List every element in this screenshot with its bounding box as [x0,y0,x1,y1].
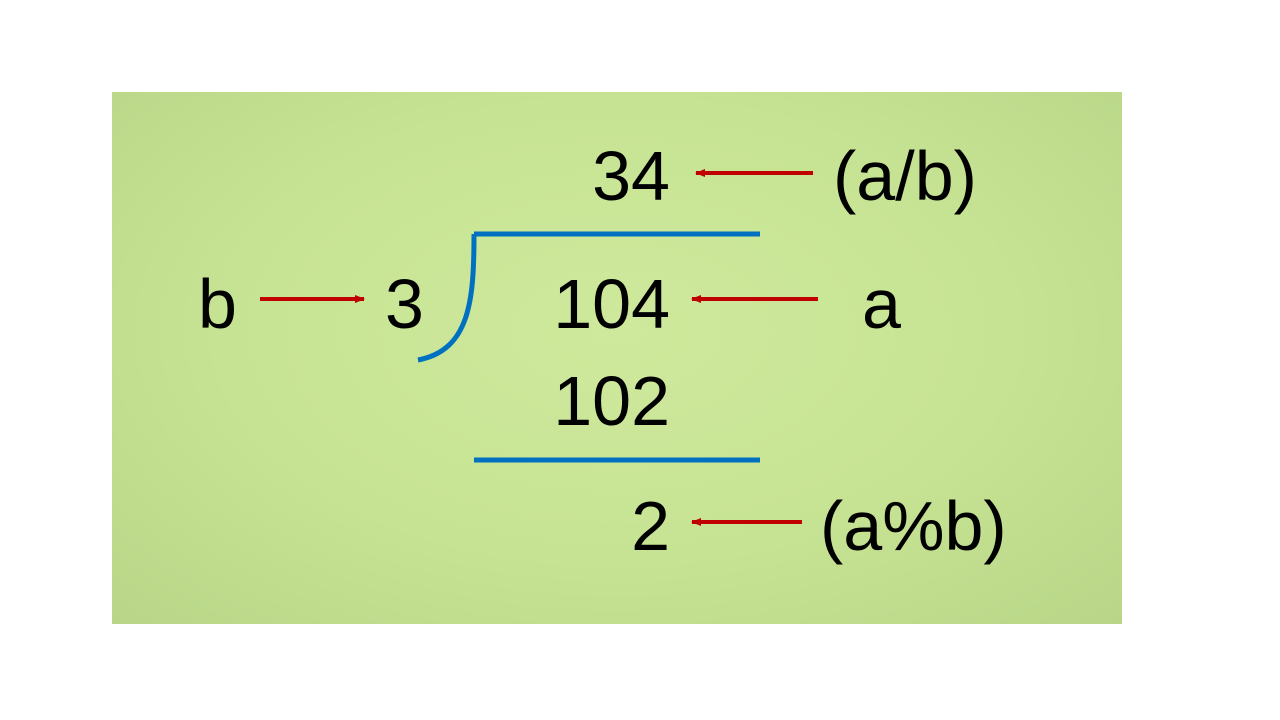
product: 102 [553,362,670,440]
dividend: 104 [553,265,670,343]
division-bracket [417,233,477,363]
quotient: 34 [592,137,670,215]
dividend-name: a [862,265,901,343]
divisor: 3 [385,265,424,343]
quotient-label: (a/b) [833,137,977,215]
divisor-name: b [198,265,237,343]
remainder: 2 [631,487,670,565]
slide-background [112,92,1122,624]
remainder-label: (a%b) [820,487,1007,565]
